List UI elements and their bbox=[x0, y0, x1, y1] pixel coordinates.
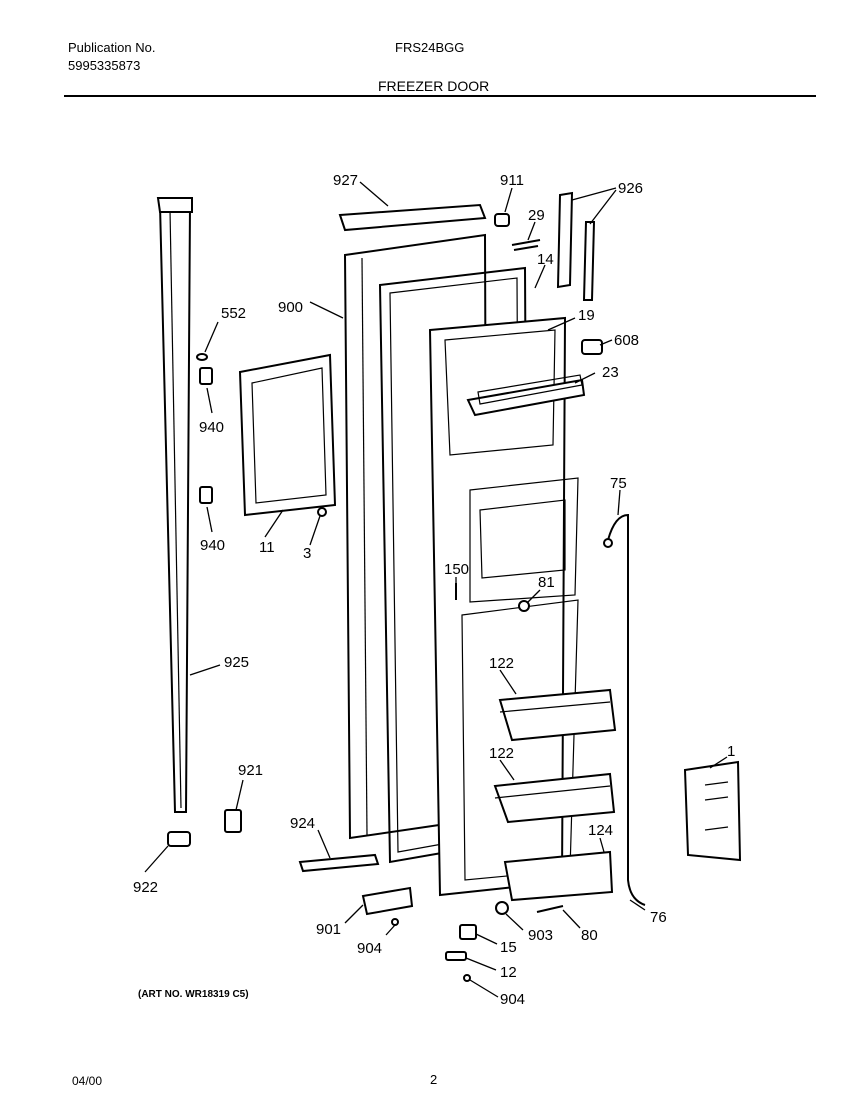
callout-15: 15 bbox=[500, 939, 517, 956]
art-number: (ART NO. WR18319 C5) bbox=[138, 989, 249, 1000]
footer-date: 04/00 bbox=[72, 1074, 103, 1088]
part-122-bin-lower[interactable] bbox=[493, 772, 616, 824]
callout-19: 19 bbox=[578, 307, 595, 324]
callout-552: 552 bbox=[221, 305, 246, 322]
part-940-bracket-lower[interactable] bbox=[199, 486, 213, 504]
callout-150: 150 bbox=[444, 561, 469, 578]
callout-921: 921 bbox=[238, 762, 263, 779]
callout-11: 11 bbox=[259, 539, 275, 556]
callout-80: 80 bbox=[581, 927, 598, 944]
publication-number: 5995335873 bbox=[68, 58, 141, 73]
callout-900: 900 bbox=[278, 299, 303, 316]
part-926-channel[interactable] bbox=[556, 191, 596, 301]
part-12-shim[interactable] bbox=[445, 951, 467, 961]
callout-926: 926 bbox=[618, 180, 643, 197]
part-75-76-harness[interactable] bbox=[603, 513, 646, 906]
publication-label: Publication No. bbox=[68, 40, 156, 55]
part-921-hinge[interactable] bbox=[224, 809, 242, 833]
page-number: 2 bbox=[430, 1072, 438, 1087]
callout-903: 903 bbox=[528, 927, 553, 944]
part-81-plug[interactable] bbox=[518, 600, 530, 612]
part-1-literature[interactable] bbox=[683, 760, 742, 862]
part-23-top-bin[interactable] bbox=[466, 374, 586, 417]
part-922-hinge-pin[interactable] bbox=[167, 831, 191, 847]
callout-122-upper: 122 bbox=[489, 655, 514, 672]
part-925-trim-strip[interactable] bbox=[156, 197, 193, 813]
callout-14: 14 bbox=[537, 251, 554, 268]
part-15-hinge[interactable] bbox=[459, 924, 477, 940]
callout-labels: 927 911 29 926 14 19 608 23 552 900 940 … bbox=[133, 172, 735, 1008]
callout-901: 901 bbox=[316, 921, 341, 938]
callout-23: 23 bbox=[602, 364, 619, 381]
callout-940-upper: 940 bbox=[199, 419, 224, 436]
leader-lines bbox=[144, 181, 728, 998]
callout-122-lower: 122 bbox=[489, 745, 514, 762]
part-940-bracket-upper[interactable] bbox=[199, 367, 213, 385]
part-924-bottom-trim[interactable] bbox=[298, 853, 380, 873]
callout-904-upper: 904 bbox=[357, 940, 382, 957]
part-904-screw-lower[interactable] bbox=[463, 974, 471, 982]
callout-81: 81 bbox=[538, 574, 555, 591]
part-608-cam[interactable] bbox=[581, 339, 603, 355]
part-904-screw-upper[interactable] bbox=[391, 918, 399, 926]
callout-1: 1 bbox=[727, 743, 735, 760]
part-911-bumper[interactable] bbox=[494, 213, 510, 227]
model-number: FRS24BGG bbox=[395, 40, 465, 55]
callout-608: 608 bbox=[614, 332, 639, 349]
callout-124: 124 bbox=[588, 822, 613, 839]
part-3-plug[interactable] bbox=[317, 507, 327, 517]
callout-927: 927 bbox=[333, 172, 358, 189]
part-903-bushing[interactable] bbox=[495, 901, 509, 915]
part-927-top-cap[interactable] bbox=[338, 203, 487, 232]
part-901-bottom-cap[interactable] bbox=[361, 886, 414, 916]
part-80-wire-clip[interactable] bbox=[536, 905, 564, 913]
part-11-panel[interactable] bbox=[238, 353, 337, 517]
callout-76: 76 bbox=[650, 909, 667, 926]
part-122-bin-upper[interactable] bbox=[498, 688, 617, 742]
callout-925: 925 bbox=[224, 654, 249, 671]
callout-922: 922 bbox=[133, 879, 158, 896]
callout-3: 3 bbox=[303, 545, 311, 562]
diagram-title: FREEZER DOOR bbox=[378, 78, 490, 94]
callout-911: 911 bbox=[500, 172, 524, 189]
part-552-screw[interactable] bbox=[196, 353, 208, 361]
callout-29: 29 bbox=[528, 207, 545, 224]
callout-904-lower: 904 bbox=[500, 991, 525, 1008]
callout-940-lower: 940 bbox=[200, 537, 225, 554]
callout-75: 75 bbox=[610, 475, 627, 492]
header-rule bbox=[64, 95, 816, 97]
callout-12: 12 bbox=[500, 964, 517, 981]
callout-924: 924 bbox=[290, 815, 315, 832]
part-124-bottom-bin[interactable] bbox=[503, 850, 614, 902]
part-29-wire[interactable] bbox=[511, 239, 541, 251]
